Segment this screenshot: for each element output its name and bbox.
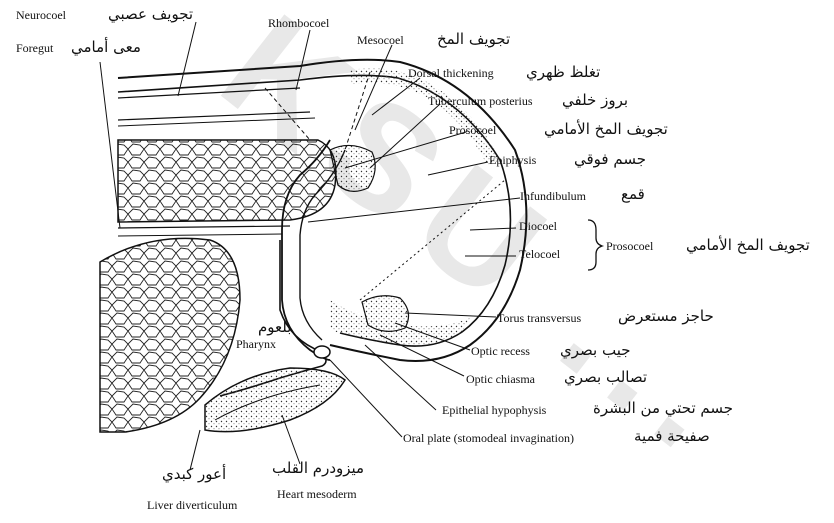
label-mesocoel-ar: تجويف المخ	[437, 32, 510, 47]
label-prosocoel-en: Prosocoel	[449, 124, 496, 136]
label-prosocoel2-en: Prosocoel	[606, 240, 653, 252]
label-oral-plate-en: Oral plate (stomodeal invagination)	[403, 432, 574, 444]
label-optic-recess-ar: جيب بصري	[560, 343, 631, 358]
heart-mesoderm	[205, 368, 345, 432]
label-neurocoel-en: Neurocoel	[16, 9, 66, 21]
label-rhombocoel-en: Rhombocoel	[268, 17, 329, 29]
label-epithelial-hypophysis-ar: جسم تحتي من البشرة	[593, 401, 733, 416]
label-neurocoel-ar: تجويف عصبي	[108, 7, 193, 22]
label-tuberculum-ar: بروز خلفي	[562, 93, 628, 108]
label-foregut-en: Foregut	[16, 42, 53, 54]
label-heart-mesoderm-en: Heart mesoderm	[277, 488, 357, 500]
label-optic-chiasma-en: Optic chiasma	[466, 373, 535, 385]
foregut-tissue	[118, 140, 336, 222]
label-heart-mesoderm-ar: ميزودرم القلب	[272, 461, 364, 476]
label-telocoel-en: Telocoel	[519, 248, 560, 260]
label-epiphysis-en: Epiphysis	[489, 154, 536, 166]
label-infundibulum-en: Infundibulum	[520, 190, 586, 202]
label-foregut-ar: معى أمامي	[71, 40, 141, 55]
label-dorsal-thickening-ar: تغلظ ظهري	[526, 65, 600, 80]
oral-plate	[314, 346, 330, 358]
label-pharynx-en: Pharynx	[236, 338, 276, 350]
tuberculum-posterius	[330, 145, 375, 191]
label-prosocoel-ar: تجويف المخ الأمامي	[544, 122, 668, 137]
label-liver-ar: أعور كبدي	[162, 467, 226, 482]
label-optic-recess-en: Optic recess	[471, 345, 530, 357]
label-epithelial-hypophysis-en: Epithelial hypophysis	[442, 404, 546, 416]
label-epiphysis-ar: جسم فوقي	[574, 152, 646, 167]
label-mesocoel-en: Mesocoel	[357, 34, 404, 46]
label-pharynx-ar: بلعوم	[258, 320, 291, 335]
dorsal-thickening	[350, 68, 500, 165]
label-torus-en: Torus transversus	[497, 312, 581, 324]
label-infundibulum-ar: قمع	[621, 187, 645, 202]
label-diocoel-en: Diocoel	[519, 220, 557, 232]
label-torus-ar: حاجز مستعرض	[618, 309, 714, 324]
label-liver-en: Liver diverticulum	[147, 499, 237, 511]
label-dorsal-thickening-en: Dorsal thickening	[408, 67, 494, 79]
label-oral-plate-ar: صفيحة فمية	[634, 429, 710, 444]
label-optic-chiasma-ar: تصالب بصري	[564, 370, 647, 385]
label-prosocoel2-ar: تجويف المخ الأمامي	[686, 238, 810, 253]
torus-transversus	[362, 296, 409, 332]
label-tuberculum-en: Tuberculum posterius	[428, 95, 533, 107]
